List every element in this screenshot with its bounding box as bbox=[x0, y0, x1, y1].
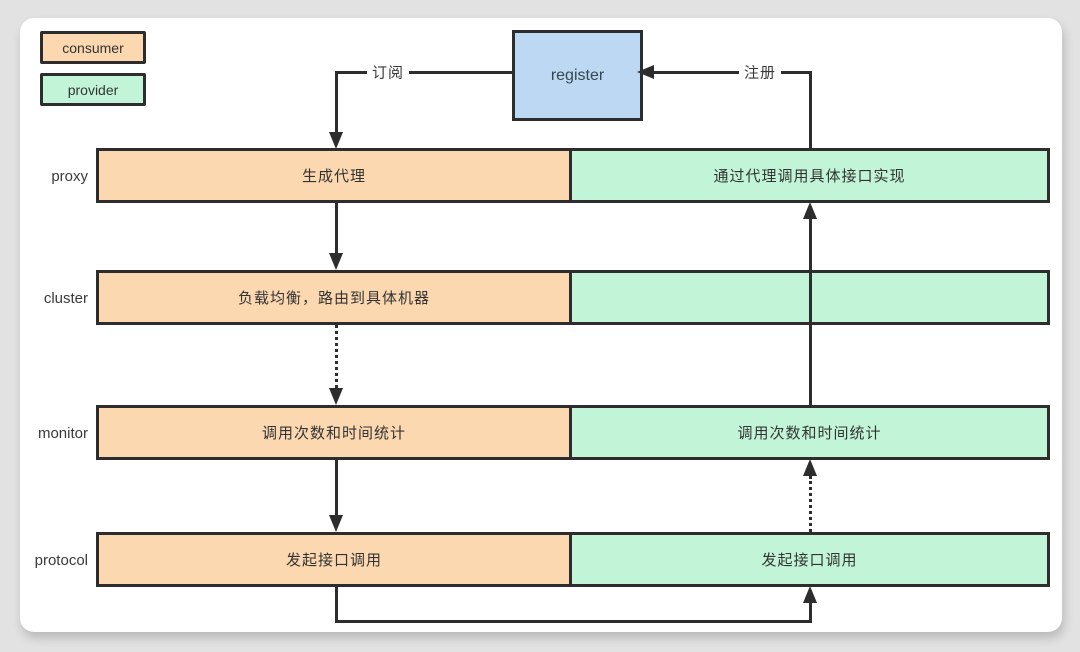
row-label-protocol: protocol bbox=[34, 552, 88, 569]
edge-monitor-protocol-line bbox=[334, 460, 338, 517]
row-proxy: 生成代理 通过代理调用具体接口实现 bbox=[96, 148, 1050, 203]
edge-invoke-arrowhead-icon bbox=[803, 586, 817, 603]
edge-subscribe-arrowhead-icon bbox=[329, 132, 343, 149]
edge-protocol-monitor-dotted-line bbox=[808, 476, 812, 532]
protocol-provider-cell: 发起接口调用 bbox=[572, 535, 1047, 584]
protocol-consumer-cell: 发起接口调用 bbox=[99, 535, 572, 584]
row-label-cluster: cluster bbox=[43, 290, 88, 307]
row-label-monitor: monitor bbox=[37, 425, 88, 442]
row-cluster: 负载均衡，路由到具体机器 bbox=[96, 270, 1050, 325]
register-node-label: register bbox=[550, 66, 605, 84]
edge-proxy-cluster-arrowhead-icon bbox=[329, 253, 343, 270]
cluster-consumer-cell: 负载均衡，路由到具体机器 bbox=[99, 273, 572, 322]
row-monitor: 调用次数和时间统计 调用次数和时间统计 bbox=[96, 405, 1050, 460]
edge-cluster-monitor-dotted-line bbox=[334, 325, 338, 388]
edge-monitor-proxy-line bbox=[808, 219, 812, 405]
proxy-provider-cell: 通过代理调用具体接口实现 bbox=[572, 151, 1047, 200]
legend-consumer-label: consumer bbox=[62, 39, 124, 56]
legend-provider: provider bbox=[40, 73, 146, 106]
edge-register-arrowhead-icon bbox=[637, 65, 654, 79]
edge-protocol-monitor-arrowhead-icon bbox=[803, 459, 817, 476]
edge-subscribe-horizontal bbox=[336, 70, 512, 74]
edge-proxy-cluster-line bbox=[334, 203, 338, 255]
edge-register-horizontal bbox=[652, 70, 810, 74]
edge-invoke-bottom-horizontal bbox=[334, 619, 812, 623]
row-protocol: 发起接口调用 发起接口调用 bbox=[96, 532, 1050, 587]
edge-monitor-protocol-arrowhead-icon bbox=[329, 515, 343, 532]
edge-monitor-proxy-arrowhead-icon bbox=[803, 202, 817, 219]
proxy-consumer-cell: 生成代理 bbox=[99, 151, 572, 200]
register-node: register bbox=[512, 30, 643, 121]
legend-provider-label: provider bbox=[67, 81, 119, 98]
monitor-provider-cell: 调用次数和时间统计 bbox=[572, 408, 1047, 457]
edge-cluster-monitor-arrowhead-icon bbox=[329, 388, 343, 405]
edge-invoke-left-vertical bbox=[334, 587, 338, 623]
edge-subscribe-label: 订阅 bbox=[366, 61, 410, 83]
edge-invoke-right-vertical bbox=[808, 601, 812, 622]
legend-consumer: consumer bbox=[40, 31, 146, 64]
row-label-proxy: proxy bbox=[51, 168, 88, 185]
monitor-consumer-cell: 调用次数和时间统计 bbox=[99, 408, 572, 457]
edge-register-vertical bbox=[808, 70, 812, 149]
edge-subscribe-vertical bbox=[334, 70, 338, 135]
edge-register-label: 注册 bbox=[738, 61, 782, 83]
